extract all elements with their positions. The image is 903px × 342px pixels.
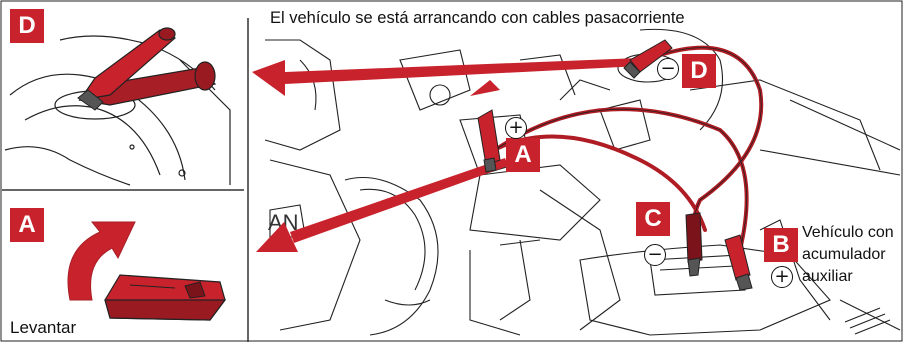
plus-sign-vehicle: +	[505, 117, 527, 139]
helper-label-line-1: Vehículo con	[802, 224, 894, 241]
inset-a-arrow	[67, 221, 136, 301]
inset-a-terminal-cover	[104, 274, 227, 321]
minus-sign-helper: −	[644, 244, 666, 266]
inset-d-clamp	[77, 27, 217, 111]
badge-a-main: A	[506, 138, 540, 172]
badge-d-main: D	[682, 54, 716, 88]
helper-label-line-2: acumulador	[802, 246, 886, 263]
clamp-negative-helper	[685, 212, 703, 277]
inset-d-drawing	[4, 35, 231, 186]
badge-b-main: B	[764, 228, 798, 262]
levantar-label: Levantar	[10, 318, 77, 337]
helper-vehicle-label: Vehículo con acumulador auxiliar	[802, 222, 894, 288]
badge-a-inset: A	[10, 208, 44, 242]
badge-d-inset: D	[10, 9, 44, 43]
clamp-positive-vehicle	[477, 109, 501, 173]
helper-label-line-3: auxiliar	[802, 268, 853, 285]
minus-sign-vehicle: −	[657, 58, 679, 80]
main-red-arrows	[252, 58, 640, 252]
badge-c-main: C	[636, 202, 670, 236]
clamp-negative-vehicle	[623, 39, 673, 79]
plus-sign-helper: +	[771, 266, 793, 288]
clamp-positive-helper	[724, 234, 753, 291]
diagram-caption: El vehículo se está arrancando con cable…	[270, 9, 685, 27]
